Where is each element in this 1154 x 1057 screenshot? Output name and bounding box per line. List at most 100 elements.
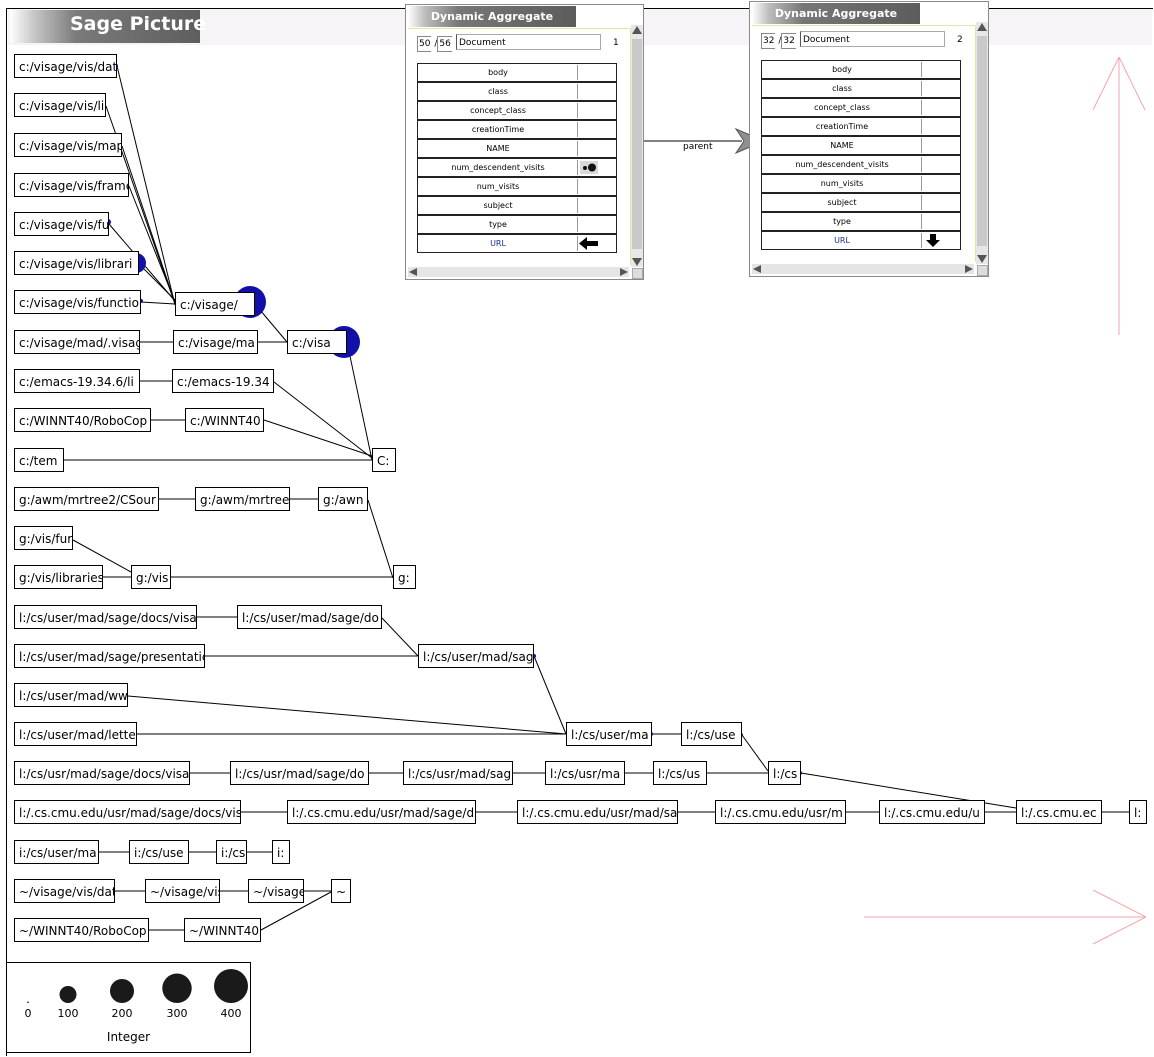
tree-node[interactable]: l:	[1129, 800, 1147, 824]
tree-node[interactable]: l:/cs/user/mad/sage/docs/visa	[14, 605, 197, 629]
attribute-row[interactable]: creationTime	[761, 117, 961, 136]
attribute-row[interactable]: concept_class	[417, 101, 617, 120]
tree-node[interactable]: ~/visage/vis/dat	[14, 879, 115, 903]
row-divider	[921, 233, 922, 248]
tree-node[interactable]: i:/cs/use	[129, 840, 189, 864]
tree-node[interactable]: i:/cs	[216, 840, 247, 864]
horizontal-scrollbar[interactable]	[408, 267, 629, 277]
tree-node[interactable]: l:/cs/usr/mad/sage/docs/visa	[14, 761, 190, 785]
tree-node[interactable]: l:/.cs.cmu.edu/usr/mad/sage/d	[287, 800, 476, 824]
tree-node[interactable]: c:/visage/mad/.visag	[14, 330, 140, 354]
tree-node[interactable]: l:/cs/user/mad/sage/presentatic	[14, 644, 205, 668]
tree-node[interactable]: l:/cs/usr/ma	[545, 761, 625, 785]
vertical-scrollbar[interactable]	[631, 25, 643, 267]
tree-node[interactable]: c:/emacs-19.34	[172, 369, 274, 393]
tree-node[interactable]: c:/WINNT40	[185, 408, 264, 432]
attribute-row[interactable]: URL	[417, 234, 617, 253]
tree-node[interactable]: l:/cs/usr/mad/sage/do	[230, 761, 369, 785]
scroll-down-arrow-icon[interactable]	[632, 258, 642, 266]
tree-node[interactable]: ~/WINNT40/RoboCop	[14, 918, 149, 942]
tree-node[interactable]: c:/visage/vis/li	[14, 93, 106, 117]
scroll-left-arrow-icon[interactable]	[409, 268, 417, 276]
tree-node[interactable]: l:/.cs.cmu.edu/usr/m	[715, 800, 846, 824]
tree-node[interactable]: l:/cs/usr/mad/sag	[403, 761, 513, 785]
attribute-row[interactable]: type	[761, 212, 961, 231]
attribute-row[interactable]: body	[417, 63, 617, 82]
tree-node[interactable]: c:/WINNT40/RoboCop	[14, 408, 151, 432]
tree-node[interactable]: g:	[393, 565, 416, 589]
attribute-row[interactable]: concept_class	[761, 98, 961, 117]
attribute-row[interactable]: num_descendent_visits	[761, 155, 961, 174]
tree-node[interactable]: ~/WINNT40	[184, 918, 261, 942]
attribute-row[interactable]: URL	[761, 231, 961, 250]
tree-node[interactable]: c:/visa	[287, 330, 347, 354]
tree-edge	[138, 263, 176, 301]
tree-node[interactable]: c:/visage/	[175, 292, 255, 316]
document-type-field[interactable]: Document	[456, 34, 601, 50]
vertical-scrollbar[interactable]	[976, 22, 988, 264]
attribute-row[interactable]: creationTime	[417, 120, 617, 139]
attribute-row[interactable]: type	[417, 215, 617, 234]
tree-node[interactable]: c:/tem	[14, 448, 64, 472]
tree-node[interactable]: g:/awm/mrtree2/CSour	[14, 487, 159, 511]
tree-node[interactable]: l:/cs/us	[653, 761, 707, 785]
scroll-thumb[interactable]	[632, 39, 642, 249]
attribute-label: concept_class	[814, 103, 870, 112]
tree-node[interactable]: g:/awn	[318, 487, 368, 511]
attribute-row[interactable]: num_descendent_visits	[417, 158, 617, 177]
tree-node[interactable]: l:/cs/use	[681, 722, 742, 746]
tree-node[interactable]: c:/visage/vis/frame	[14, 173, 129, 197]
tree-node[interactable]: l:/cs/user/mad/sage/do	[237, 605, 382, 629]
tree-node[interactable]: c:/visage/vis/function	[14, 290, 141, 314]
tree-node[interactable]: ~	[331, 879, 351, 903]
attribute-row[interactable]: NAME	[761, 136, 961, 155]
attribute-row[interactable]: num_visits	[761, 174, 961, 193]
resize-grip[interactable]	[632, 268, 643, 279]
attribute-row[interactable]: class	[761, 79, 961, 98]
attribute-label: creationTime	[471, 125, 525, 134]
scroll-down-arrow-icon[interactable]	[977, 255, 987, 263]
row-divider	[921, 81, 922, 96]
scroll-thumb[interactable]	[977, 36, 987, 246]
scroll-up-arrow-icon[interactable]	[977, 23, 987, 31]
tree-node[interactable]: g:/vis/fur	[14, 526, 73, 550]
resize-grip[interactable]	[977, 265, 988, 276]
scroll-left-arrow-icon[interactable]	[753, 265, 761, 273]
tree-node[interactable]: c:/visage/vis/dat	[14, 54, 117, 78]
tree-node[interactable]: l:/.cs.cmu.edu/usr/mad/sage/docs/vis	[14, 800, 241, 824]
tree-node[interactable]: l:/.cs.cmu.ec	[1016, 800, 1102, 824]
scroll-right-arrow-icon[interactable]	[965, 265, 973, 273]
tree-node[interactable]: i:/cs/user/ma	[14, 840, 99, 864]
scroll-right-arrow-icon[interactable]	[620, 268, 628, 276]
tree-node[interactable]: l:/cs/user/mad/sag	[418, 644, 534, 668]
tree-node[interactable]: l:/.cs.cmu.edu/usr/mad/sa	[517, 800, 678, 824]
tree-node[interactable]: g:/awm/mrtree	[195, 487, 290, 511]
tree-node[interactable]: l:/cs/user/mad/ww	[14, 683, 128, 707]
tree-node[interactable]: l:/cs/user/ma	[566, 722, 652, 746]
tree-node[interactable]: g:/vis	[131, 565, 171, 589]
tree-node[interactable]: l:/cs/user/mad/lette	[14, 722, 137, 746]
tree-node[interactable]: i:	[272, 840, 290, 864]
tree-node[interactable]: c:/visage/vis/map	[14, 133, 122, 157]
attribute-row[interactable]: subject	[761, 193, 961, 212]
tree-node[interactable]: c:/visage/vis/librari	[14, 251, 139, 275]
attribute-row[interactable]: subject	[417, 196, 617, 215]
tree-node[interactable]: ~/visage/vis	[145, 879, 220, 903]
tree-node[interactable]: g:/vis/libraries	[14, 565, 103, 589]
tree-node[interactable]: l:/.cs.cmu.edu/u	[879, 800, 985, 824]
tree-node[interactable]: C:	[372, 448, 396, 472]
document-type-field[interactable]: Document	[800, 31, 945, 47]
attribute-row[interactable]: num_visits	[417, 177, 617, 196]
tree-node[interactable]: c:/emacs-19.34.6/li	[14, 369, 140, 393]
horizontal-scrollbar[interactable]	[752, 264, 974, 274]
tree-node[interactable]: c:/visage/vis/fu	[14, 212, 109, 236]
tree-node[interactable]: c:/visage/ma	[173, 330, 258, 354]
tree-node[interactable]: ~/visage	[248, 879, 304, 903]
attribute-row[interactable]: body	[761, 60, 961, 79]
attribute-row[interactable]: class	[417, 82, 617, 101]
scroll-up-arrow-icon[interactable]	[632, 26, 642, 34]
attribute-row[interactable]: NAME	[417, 139, 617, 158]
tree-node[interactable]: l:/cs	[768, 761, 801, 785]
